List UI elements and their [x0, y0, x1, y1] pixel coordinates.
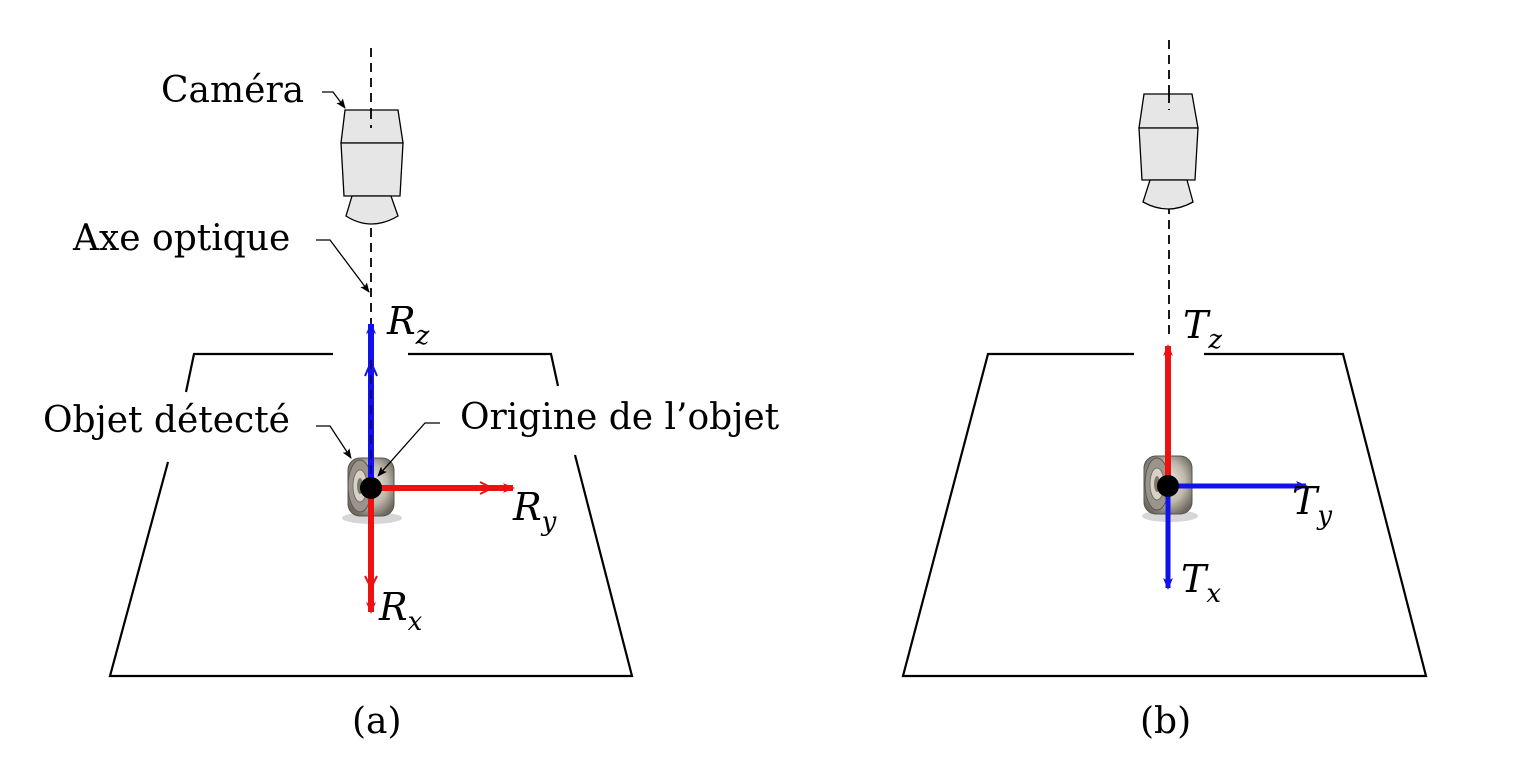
axis-rz-label: Rz: [386, 299, 430, 351]
axis-ty-label: Ty: [1292, 479, 1332, 531]
axis-tx-label: Tx: [1181, 557, 1221, 609]
frame-axes-b: [1157, 344, 1308, 590]
object-origin-dot-b: [1157, 475, 1179, 497]
leaders-a: [316, 91, 440, 477]
caption-b: (b): [1140, 701, 1191, 742]
object-origin-dot: [360, 477, 382, 499]
caption-a: (a): [352, 701, 402, 742]
axis-ry-label: Ry: [512, 485, 557, 537]
camera-icon-b: [1138, 93, 1199, 210]
detected-object-label: Objet détecté: [43, 400, 290, 441]
object-origin-label: Origine de l’objet: [460, 397, 780, 438]
camera-label: Caméra: [161, 70, 304, 111]
panel-a: Caméra Axe optique Objet détecté Origine…: [43, 48, 780, 742]
workspace-plane-b: [901, 352, 1428, 678]
optical-axis-label: Axe optique: [72, 218, 290, 259]
axis-rx-label: Rx: [378, 585, 423, 637]
panel-b: Tz Ty Tx (b): [901, 40, 1428, 742]
workspace-plane-a: [108, 352, 634, 678]
axis-tz-label: Tz: [1183, 303, 1222, 355]
frame-axes-a: [360, 322, 515, 614]
camera-icon: [340, 109, 404, 225]
